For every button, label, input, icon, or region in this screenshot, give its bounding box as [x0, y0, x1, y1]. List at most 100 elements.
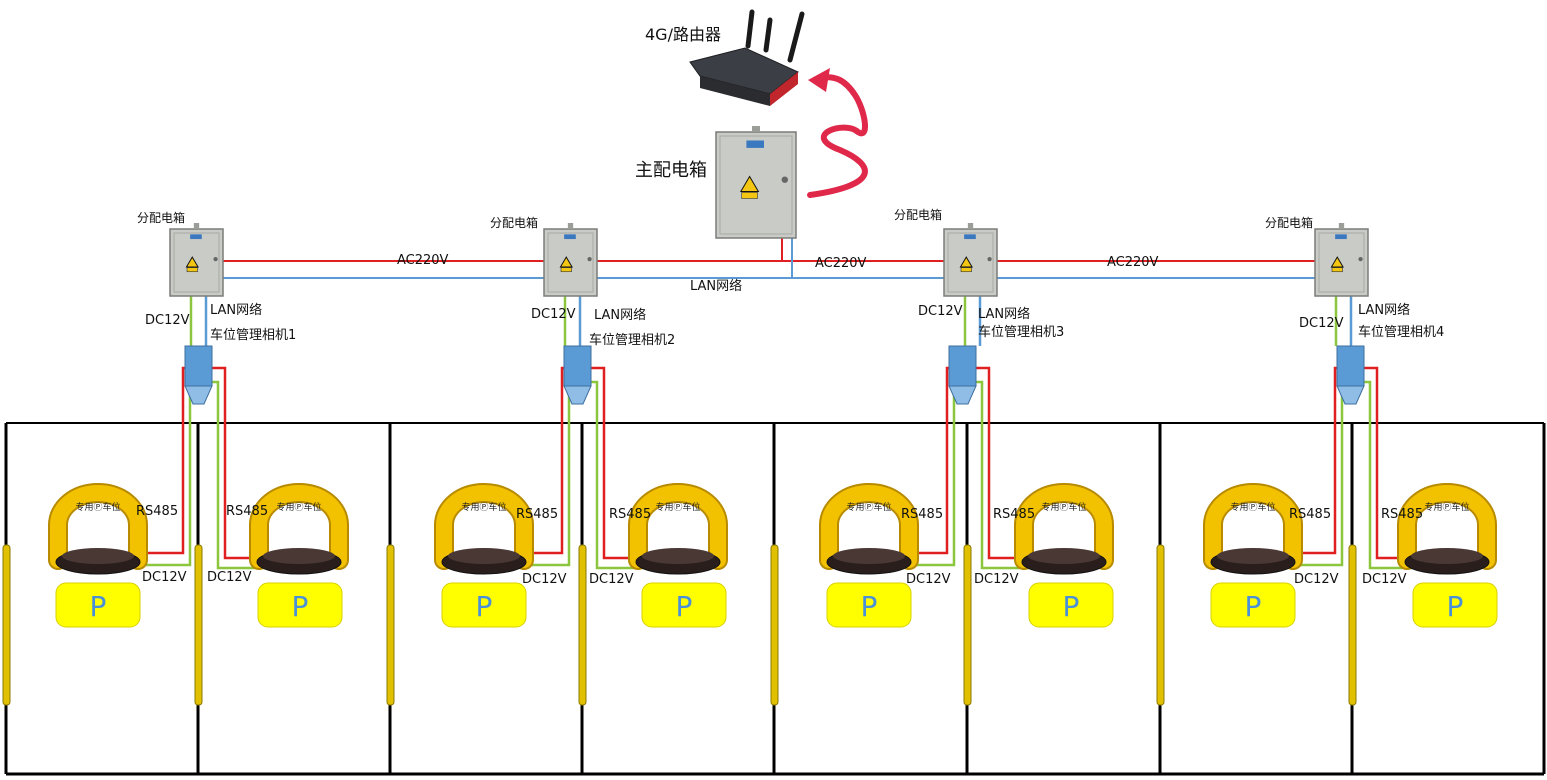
wiring [126, 238, 1427, 570]
lock-knob-icon [781, 176, 788, 183]
main-distribution-box [715, 126, 797, 239]
cabinet-nameplate [564, 234, 576, 240]
cabinet-hanger [967, 223, 974, 229]
parking-sign-icon [441, 582, 527, 628]
dc-label-right: DC12V [207, 570, 252, 585]
wheel-stop [963, 544, 972, 706]
parking-sign-letter: P [676, 590, 693, 623]
dc-top-label: DC12V [531, 307, 576, 322]
parking-sign-right: P [641, 582, 727, 628]
lock-arm [1205, 485, 1301, 568]
antenna [745, 9, 755, 49]
lan-label: LAN网络 [978, 306, 1030, 322]
wheel-stop [1348, 544, 1357, 706]
dc-label-left: DC12V [522, 572, 567, 587]
lock-band-text: 专用Ⓟ车位 [655, 501, 700, 513]
parking-lock-right: 专用Ⓟ车位 [249, 483, 349, 575]
wheel-stop [2, 544, 11, 706]
cabinet-door [947, 232, 994, 293]
parking-sign-icon [641, 582, 727, 628]
parking-sign-letter: P [1063, 590, 1080, 623]
dc-label-left: DC12V [142, 570, 187, 585]
rs485-label-right: RS485 [226, 504, 268, 519]
camera-body [948, 345, 977, 387]
sub-distribution-box [169, 223, 224, 297]
camera-body [184, 345, 213, 387]
hazard-plate [560, 267, 572, 273]
parking-sign-right: P [1412, 582, 1498, 628]
lock-arm [436, 485, 532, 568]
lock-base-top [642, 548, 714, 564]
lock-band-text: 专用Ⓟ车位 [1230, 501, 1275, 513]
dc-top-label: DC12V [918, 304, 963, 319]
camera-body [1336, 345, 1365, 387]
parking-sign-icon [1028, 582, 1114, 628]
rs485-label-right: RS485 [1381, 507, 1423, 522]
lock-base-top [448, 548, 520, 564]
parking-camera-icon [563, 345, 592, 405]
rs485-label-right: RS485 [609, 507, 651, 522]
devices: 专用Ⓟ车位 专用Ⓟ车位 P P 专用Ⓟ车位 专用Ⓟ车位 P P 专用Ⓟ车位 专用Ⓟ车位 P P 专用Ⓟ车… [48, 9, 1498, 628]
dc-label-right: DC12V [974, 572, 1019, 587]
lock-base-top [1411, 548, 1483, 564]
camera-lens [1336, 385, 1365, 405]
rs485-label-left: RS485 [516, 507, 558, 522]
cabinet-door [547, 232, 594, 293]
main-box-label: 主配电箱 [635, 160, 707, 181]
cabinet-door [719, 135, 793, 235]
hazard-plate [1331, 267, 1343, 273]
lock-arm [630, 485, 726, 568]
lock-band-text: 专用Ⓟ车位 [75, 501, 120, 513]
parking-sign-icon [1210, 582, 1296, 628]
sub-distribution-box [543, 223, 598, 297]
wheel-stop [386, 544, 395, 706]
parking-sign-left: P [826, 582, 912, 628]
parking-sign-left: P [441, 582, 527, 628]
cabinet-body [943, 228, 998, 297]
ac-label-3: AC220V [1107, 255, 1159, 270]
dc-label-right: DC12V [589, 572, 634, 587]
rs485-label-left: RS485 [901, 507, 943, 522]
sub-box-label-1: 分配电箱 [137, 210, 185, 225]
parking-lock-left: 专用Ⓟ车位 [434, 483, 534, 575]
dc-label-left: DC12V [1294, 572, 1339, 587]
dc-label-left: DC12V [906, 572, 951, 587]
camera-lens [948, 385, 977, 405]
camera-label: 车位管理相机2 [589, 332, 675, 348]
router-label: 4G/路由器 [645, 25, 721, 44]
lock-arm [821, 485, 917, 568]
parking-sign-letter: P [476, 590, 493, 623]
cabinet-body [715, 131, 797, 239]
rs485-label-right: RS485 [993, 507, 1035, 522]
cabinet-door [173, 232, 220, 293]
hazard-plate [741, 192, 758, 199]
parking-sign-left: P [55, 582, 141, 628]
lan-label: LAN网络 [1358, 302, 1410, 318]
ac-label-1: AC220V [397, 253, 449, 268]
parking-camera-icon [184, 345, 213, 405]
hazard-icon [559, 256, 573, 268]
parking-lock-right: 专用Ⓟ车位 [1014, 483, 1114, 575]
camera-label: 车位管理相机3 [978, 324, 1064, 340]
lock-arm [50, 485, 146, 568]
router-icon [689, 9, 805, 106]
cabinet-body [1314, 228, 1369, 297]
lock-arm [251, 485, 347, 568]
cabinet-nameplate [746, 140, 764, 148]
cabinet-nameplate [1335, 234, 1347, 240]
parking-lock-left: 专用Ⓟ车位 [819, 483, 919, 575]
rs485-label-left: RS485 [1289, 507, 1331, 522]
hazard-icon [739, 175, 760, 192]
lock-band-text: 专用Ⓟ车位 [1041, 501, 1086, 513]
parking-camera-icon [1336, 345, 1365, 405]
lock-knob-icon [213, 257, 218, 262]
ac-label-2: AC220V [815, 256, 867, 271]
camera-body [563, 345, 592, 387]
lock-band-text: 专用Ⓟ车位 [846, 501, 891, 513]
uplink-arrow [807, 74, 868, 198]
lock-band-text: 专用Ⓟ车位 [461, 501, 506, 513]
cabinet-nameplate [190, 234, 202, 240]
lock-base-top [263, 548, 335, 564]
cabinet-hanger [752, 126, 760, 132]
